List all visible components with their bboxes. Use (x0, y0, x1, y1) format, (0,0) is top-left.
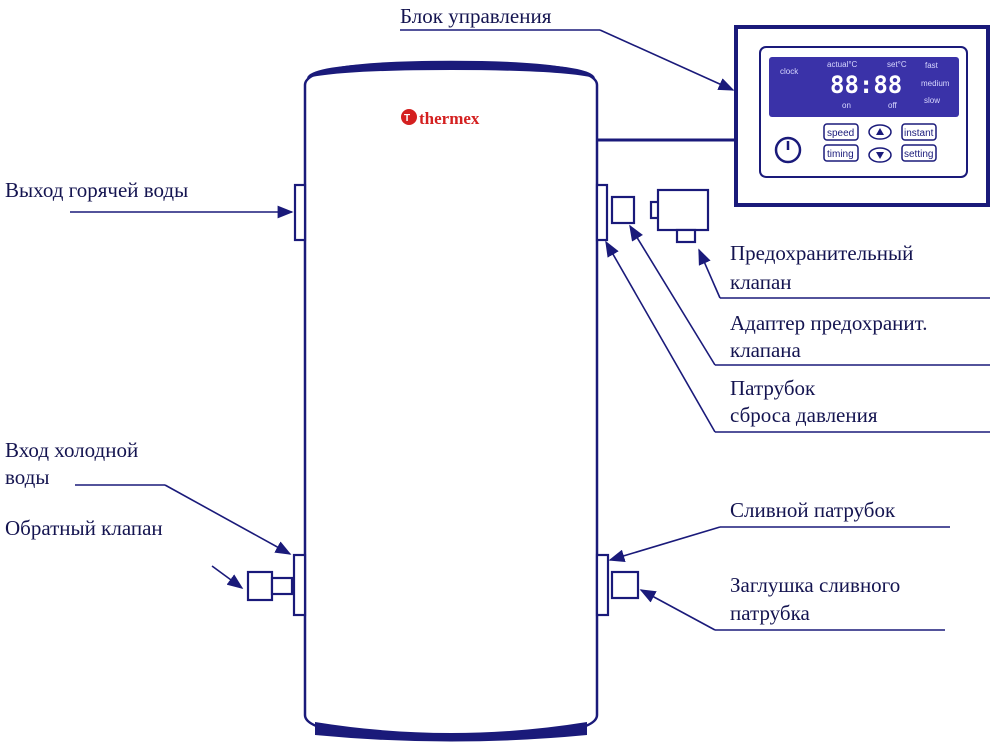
label-safety-adapter: Адаптер предохранит. (730, 311, 927, 335)
safety-valve-adapter (610, 195, 636, 225)
label-cold-water-inlet-2: воды (5, 465, 49, 489)
check-valve (246, 570, 274, 602)
hot-water-fitting (293, 183, 307, 242)
control-panel: clock actual°C set°C fast medium slow 88… (734, 25, 990, 207)
setting-button[interactable]: setting (901, 144, 937, 162)
label-hot-water-outlet: Выход горячей воды (5, 178, 188, 202)
label-drain-plug: Заглушка сливного (730, 573, 900, 597)
svg-text:thermex: thermex (419, 109, 480, 128)
label-safety-valve-2: клапан (730, 270, 792, 294)
svg-text:off: off (888, 101, 898, 110)
arrow-down-icon (876, 152, 884, 159)
label-drain-pipe: Сливной патрубок (730, 498, 896, 522)
label-pressure-relief: Патрубок (730, 376, 816, 400)
speed-button[interactable]: speed (823, 123, 859, 141)
svg-text:medium: medium (921, 79, 950, 88)
svg-text:fast: fast (925, 61, 939, 70)
label-cold-water-inlet: Вход холодной (5, 438, 138, 462)
svg-text:T: T (404, 113, 410, 124)
pressure-relief-fitting (595, 183, 609, 242)
cold-water-fitting (292, 553, 307, 617)
label-safety-adapter-2: клапана (730, 338, 802, 362)
svg-text:clock: clock (780, 67, 799, 76)
tank-base (315, 722, 587, 742)
svg-text:slow: slow (924, 96, 940, 105)
tank-top-cap (307, 62, 595, 78)
timing-button[interactable]: timing (823, 144, 859, 162)
svg-text:setting: setting (904, 149, 933, 160)
svg-text:on: on (842, 101, 851, 110)
safety-valve (656, 188, 710, 232)
label-safety-valve: Предохранительный (730, 241, 913, 265)
svg-text:actual°C: actual°C (827, 60, 858, 69)
svg-text:speed: speed (827, 128, 854, 139)
arrow-up-icon (876, 128, 884, 135)
check-valve-neck (270, 576, 294, 596)
drain-plug (610, 570, 640, 600)
tank (303, 60, 599, 742)
label-drain-plug-2: патрубка (730, 601, 810, 625)
label-control-unit: Блок управления (400, 4, 552, 28)
panel-screen (769, 57, 959, 117)
svg-text:instant: instant (904, 128, 934, 139)
up-button[interactable] (868, 124, 892, 140)
label-pressure-relief-2: сброса давления (730, 403, 878, 427)
label-check-valve: Обратный клапан (5, 516, 163, 540)
safety-valve-stem (675, 228, 697, 244)
svg-text:set°C: set°C (887, 60, 907, 69)
down-button[interactable] (868, 147, 892, 163)
digital-display: 88:88 (830, 71, 902, 99)
drain-fitting (595, 553, 610, 617)
thermex-logo: T thermex (401, 109, 480, 128)
instant-button[interactable]: instant (901, 123, 937, 141)
svg-text:timing: timing (827, 149, 854, 160)
